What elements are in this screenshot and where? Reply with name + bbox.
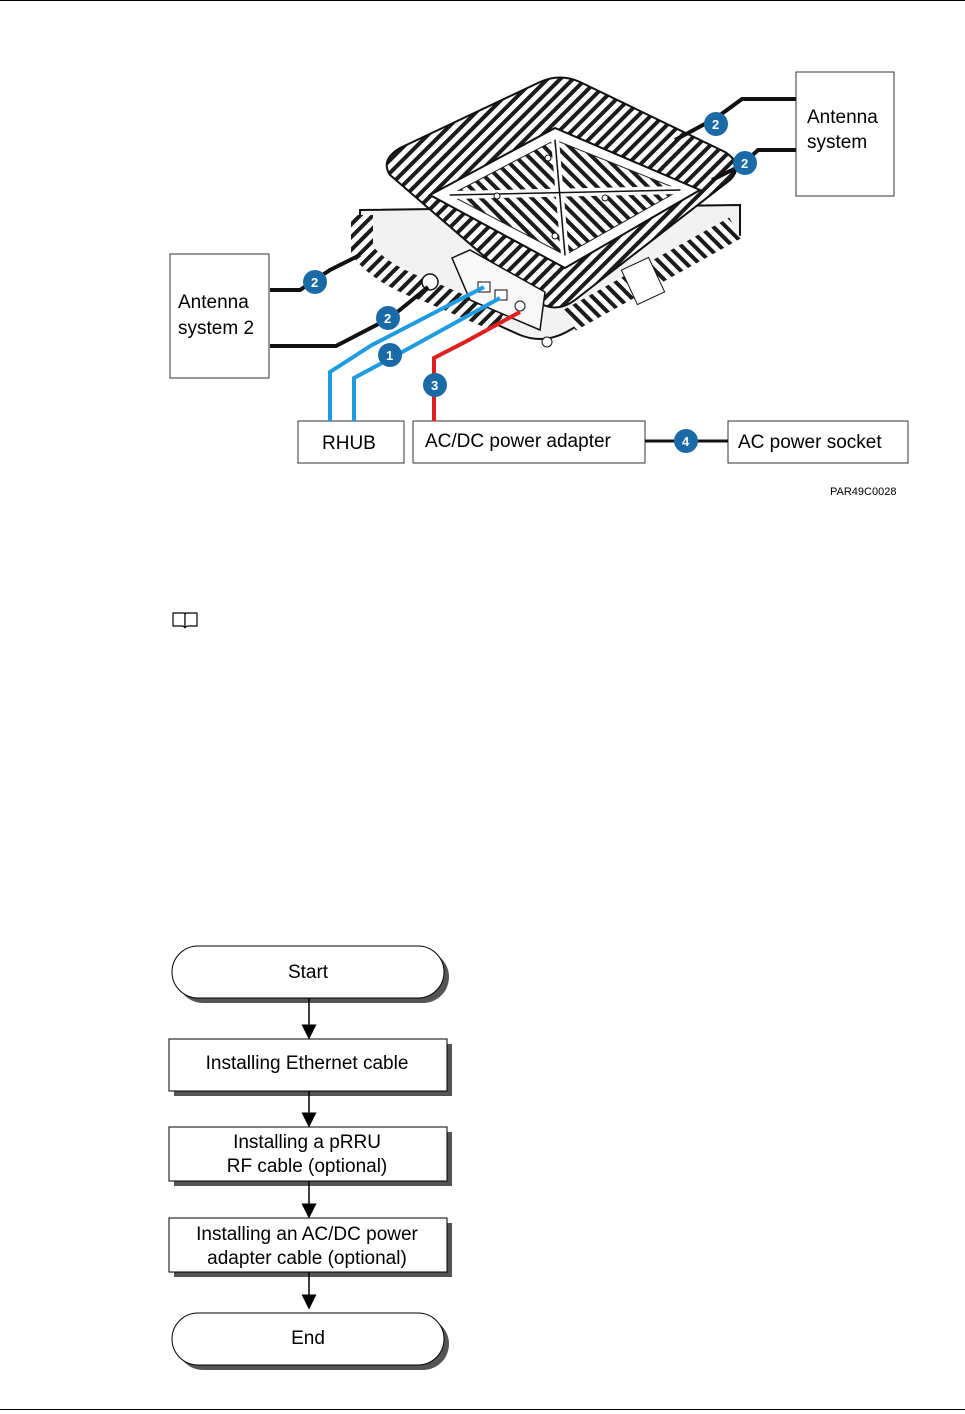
flow-step-power-adapter: Installing an AC/DC power adapter cable … [169,1218,452,1277]
svg-text:Installing an AC/DC power: Installing an AC/DC power [196,1224,418,1245]
svg-text:End: End [291,1328,325,1349]
svg-text:RF cable (optional): RF cable (optional) [227,1156,388,1177]
flow-step-rf-cable: Installing a pRRU RF cable (optional) [169,1127,452,1186]
svg-text:Start: Start [288,962,329,983]
flow-step-ethernet: Installing Ethernet cable [169,1039,452,1096]
svg-text:Installing a pRRU: Installing a pRRU [233,1132,381,1153]
svg-text:Installing Ethernet cable: Installing Ethernet cable [206,1053,409,1074]
footer-rule [0,1409,965,1410]
flow-end: End [172,1313,449,1370]
svg-text:adapter cable (optional): adapter cable (optional) [207,1248,407,1269]
flow-start: Start [172,946,449,1003]
